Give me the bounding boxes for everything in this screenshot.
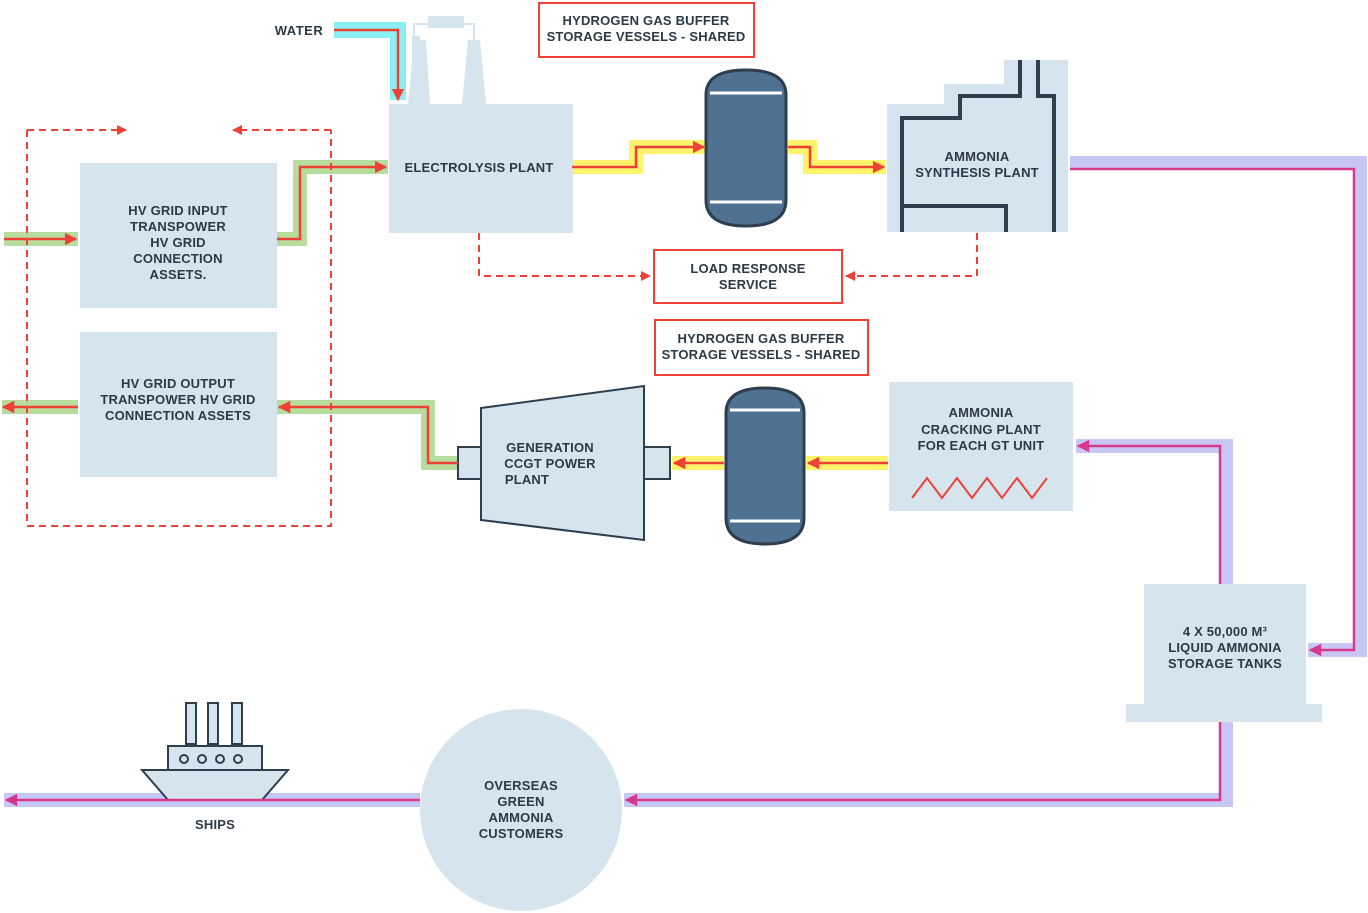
generation-line3: PLANT: [505, 472, 549, 487]
h2-buffer-top-label-box: [538, 2, 755, 58]
nh3-synthesis-to-storage-line: [1070, 167, 1356, 657]
customers-line4: CUSTOMERS: [479, 826, 564, 841]
nh3-synthesis-to-storage-band: [1070, 156, 1367, 657]
water-label: WATER: [275, 23, 324, 38]
hv-input-line2: TRANSPOWER: [130, 219, 226, 234]
h2-buffer-top-line1: HYDROGEN GAS BUFFER: [562, 13, 729, 28]
overseas-customers-circle: [420, 709, 622, 911]
grid-to-electrolysis-line: [277, 160, 388, 241]
load-response-label-box: [653, 249, 843, 304]
ammonia-cracking-plant: [889, 382, 1073, 511]
ship-icon: [139, 702, 291, 801]
h2-buffer-mid-label-box: [654, 319, 869, 376]
load-response-line2: SERVICE: [719, 277, 777, 292]
h2-buffer-vessel-bottom: [724, 386, 806, 546]
liquid-ammonia-storage-tanks: [1126, 584, 1322, 722]
nh3-storage-to-customers-line: [624, 722, 1222, 807]
nh3-storage-to-cracking-line: [1076, 439, 1222, 584]
load-response-line-right: [845, 233, 978, 281]
hv-output-line3: CONNECTION ASSETS: [105, 408, 251, 423]
water-flow-band: [334, 22, 406, 100]
generation-line1: GENERATION: [506, 440, 594, 455]
nh3-storage-to-cracking-band: [1076, 439, 1233, 584]
h2-vessel-to-synthesis-band: [788, 140, 886, 174]
customers-line1: OVERSEAS: [484, 778, 558, 793]
ships-label: SHIPS: [195, 817, 235, 832]
h2-vessel-to-synthesis-line: [788, 145, 886, 174]
load-response-line1: LOAD RESPONSE: [690, 261, 805, 276]
hv-input-line4: CONNECTION: [133, 251, 222, 266]
hv-output-line2: TRANSPOWER HV GRID: [100, 392, 255, 407]
customers-line3: AMMONIA: [489, 810, 554, 825]
h2-buffer-vessel-top: [704, 68, 788, 228]
ammonia-synthesis-line1: AMMONIA: [945, 149, 1010, 164]
customers-line2: GREEN: [497, 794, 544, 809]
hv-input-line1: HV GRID INPUT: [128, 203, 227, 218]
hv-grid-output-box: [80, 332, 277, 477]
hv-output-line1: HV GRID OUTPUT: [121, 376, 235, 391]
grid-to-electrolysis-band: [277, 160, 388, 246]
h2-buffer-top-line2: STORAGE VESSELS - SHARED: [547, 29, 746, 44]
water-flow-line: [334, 28, 405, 102]
h2-electrolysis-to-vessel-band: [572, 140, 706, 174]
cracking-line2: CRACKING PLANT: [921, 422, 1041, 437]
storage-line1: 4 X 50,000 M³: [1183, 624, 1268, 639]
hv-input-line5: ASSETS.: [149, 267, 206, 282]
h2-electrolysis-to-vessel-line: [572, 140, 706, 169]
nh3-storage-to-customers-band: [624, 722, 1233, 807]
electrolysis-label: ELECTROLYSIS PLANT: [404, 160, 553, 175]
load-response-line-left: [478, 233, 651, 281]
hv-input-line3: HV GRID: [150, 235, 206, 250]
cracking-line1: AMMONIA: [949, 405, 1014, 420]
generation-to-grid-line: [277, 400, 458, 465]
cracking-line3: FOR EACH GT UNIT: [918, 438, 1045, 453]
storage-line3: STORAGE TANKS: [1168, 656, 1282, 671]
h2-buffer-mid-line1: HYDROGEN GAS BUFFER: [677, 331, 844, 346]
storage-line2: LIQUID AMMONIA: [1168, 640, 1282, 655]
hv-grid-input-box: [80, 163, 277, 308]
ammonia-synthesis-plant: [887, 60, 1068, 232]
electrolysis-plant: [389, 16, 573, 233]
generation-to-grid-band: [277, 400, 458, 470]
generation-line2: CCGT POWER: [504, 456, 596, 471]
h2-buffer-mid-line2: STORAGE VESSELS - SHARED: [662, 347, 861, 362]
hv-grid-dashed-boundary: [26, 125, 332, 527]
ammonia-synthesis-line2: SYNTHESIS PLANT: [915, 165, 1039, 180]
